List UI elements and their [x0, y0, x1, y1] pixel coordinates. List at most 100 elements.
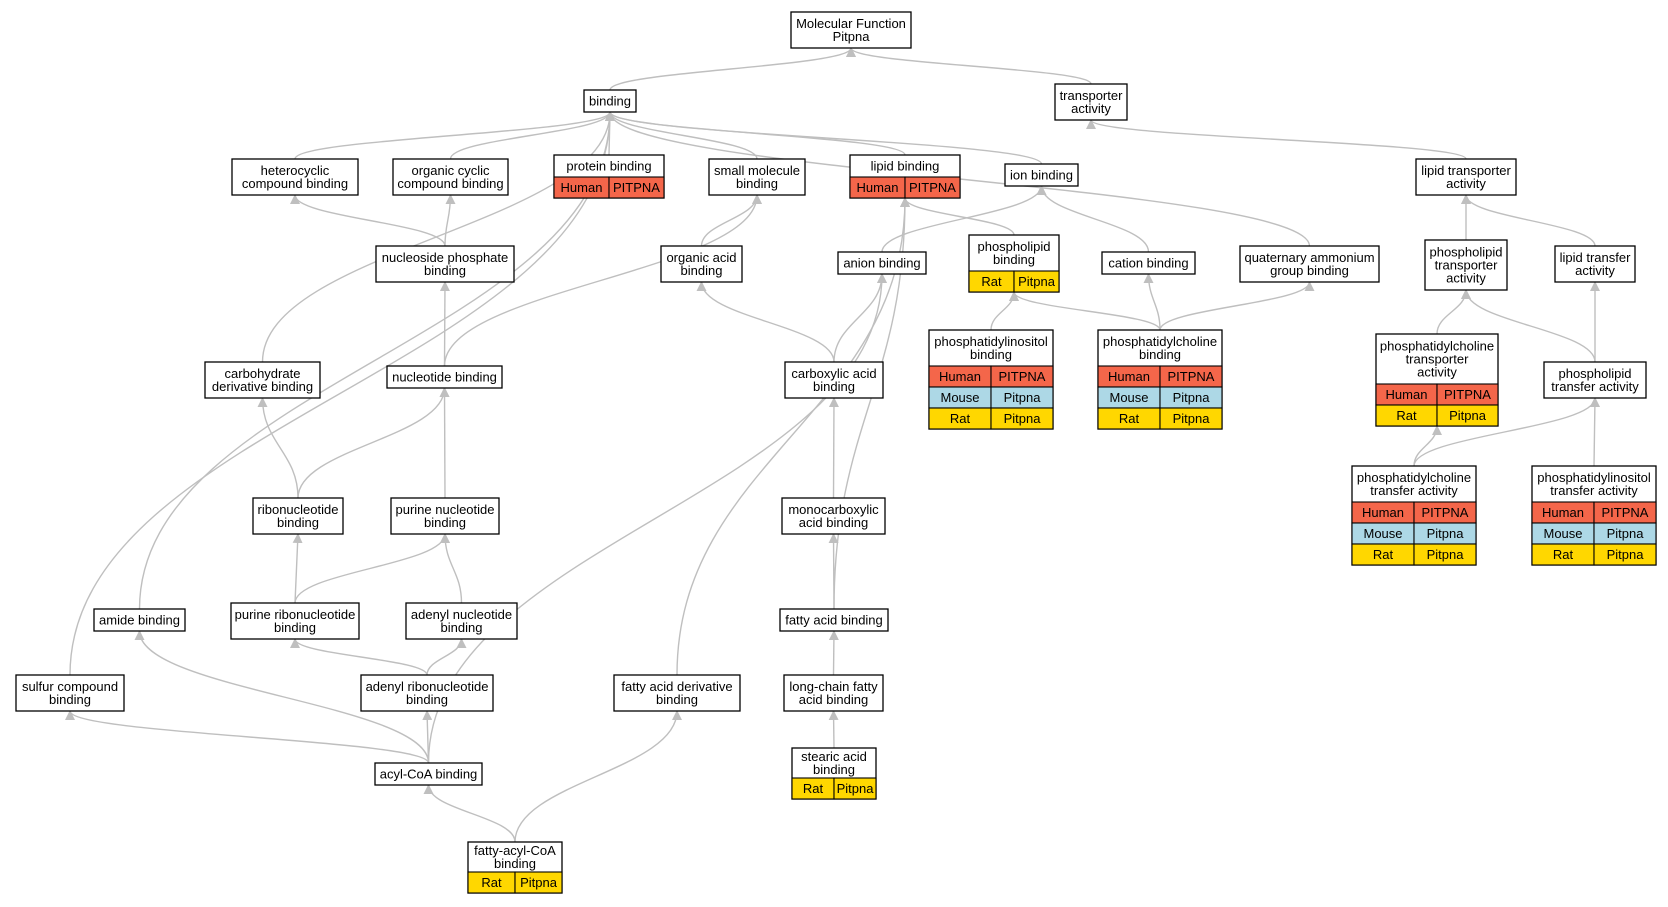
go-term-node-amide-binding[interactable]: amide binding: [93, 608, 186, 632]
node-box: [392, 158, 509, 196]
edge-acyl-coa-to-adenyl-ribonucleotide: [422, 710, 433, 764]
node-box: [1543, 361, 1647, 399]
gene-label: Pitpna: [1173, 390, 1211, 405]
node-label-line: fatty-acyl-CoA: [474, 843, 556, 858]
node-label-line: quaternary ammonium: [1244, 250, 1374, 265]
gene-cell: [904, 176, 961, 199]
node-label-line: binding: [656, 692, 698, 707]
node-box: [93, 608, 186, 632]
species-label: Rat: [950, 411, 971, 426]
edge-heterocyclic-to-binding: [294, 111, 615, 160]
edge-long-chain-to-fatty-acid-binding: [828, 630, 839, 676]
edge-cation-binding-to-ion-binding: [1036, 185, 1150, 253]
gene-label: Pitpna: [520, 875, 558, 890]
node-label-line: binding: [406, 692, 448, 707]
node-label-line: transfer activity: [1550, 483, 1638, 498]
go-term-node-binding[interactable]: binding: [583, 89, 637, 113]
node-label-line: transporter: [1060, 88, 1124, 103]
gene-label: Pitpna: [1427, 526, 1465, 541]
gene-label: Pitpna: [1004, 390, 1042, 405]
node-label-line: heterocyclic: [261, 163, 330, 178]
go-term-node-cation-binding[interactable]: cation binding: [1101, 251, 1196, 275]
go-term-node-nucleotide-binding[interactable]: nucleotide binding: [386, 365, 503, 389]
go-term-node-ion-binding[interactable]: ion binding: [1004, 163, 1079, 187]
species-label: Mouse: [1363, 526, 1402, 541]
go-term-node-anion-binding[interactable]: anion binding: [837, 251, 927, 275]
edge-acyl-coa-to-amide-binding: [134, 630, 430, 764]
species-label: Mouse: [1109, 390, 1148, 405]
node-label-line: organic acid: [666, 250, 736, 265]
node-label-line: transporter: [1435, 258, 1499, 273]
species-label: Human: [939, 369, 981, 384]
node-box: [1004, 163, 1079, 187]
gene-label: PITPNA: [909, 180, 956, 195]
node-label-line: phospholipid: [977, 239, 1050, 254]
node-label-line: binding: [736, 176, 778, 191]
node-label-line: binding: [813, 762, 855, 777]
node-label-line: small molecule: [714, 163, 800, 178]
edge-pc-transfer-to-phospholipid-transfer: [1413, 397, 1600, 467]
species-label: Human: [561, 180, 603, 195]
node-label-line: binding: [813, 379, 855, 394]
node-box: [204, 361, 321, 399]
node-label-line: binding: [441, 620, 483, 635]
node-label-line: derivative binding: [212, 379, 313, 394]
go-term-node-fatty-acid-binding[interactable]: fatty acid binding: [779, 608, 889, 632]
node-box: [1101, 251, 1196, 275]
node-label-line: cation binding: [1108, 256, 1188, 271]
node-label-line: compound binding: [397, 176, 503, 191]
node-box: [386, 365, 503, 389]
node-box: [374, 762, 483, 786]
node-box: [252, 497, 344, 535]
species-label: Rat: [1119, 411, 1140, 426]
species-label: Rat: [981, 274, 1002, 289]
species-label: Human: [1362, 505, 1404, 520]
edge-transporter-to-root: [846, 47, 1092, 85]
node-box: [583, 89, 637, 113]
node-label-line: binding: [589, 94, 631, 109]
species-label: Rat: [1396, 408, 1417, 423]
edge-pc-binding-to-cation-binding: [1143, 273, 1161, 331]
go-term-node-pc-transporter[interactable]: phosphatidylcholinetransporteractivityHu…: [1375, 333, 1499, 427]
node-label-line: binding: [424, 263, 466, 278]
node-box: [708, 158, 806, 196]
gene-label: Pitpna: [1607, 526, 1645, 541]
node-label-line: binding: [970, 347, 1012, 362]
edge-carboxylic-to-anion-binding: [833, 273, 887, 363]
edge-sulfur-to-binding: [69, 111, 615, 676]
edge-ribonucleotide-to-carbohydrate: [257, 397, 299, 499]
go-term-node-acyl-coa[interactable]: acyl-CoA binding: [374, 762, 483, 786]
